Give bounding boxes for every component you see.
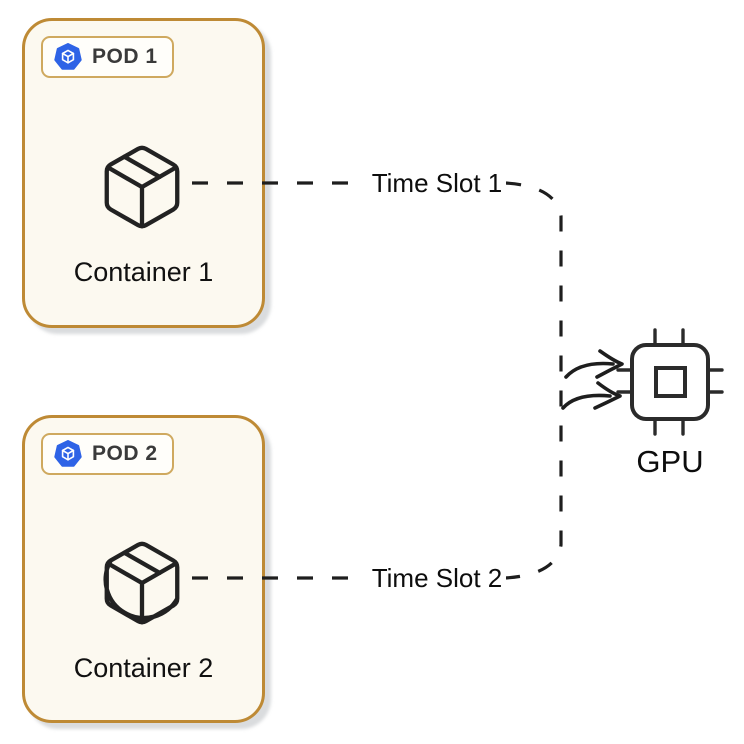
- pod-1-badge-label: POD 1: [92, 45, 158, 68]
- curved-arrow-icon: [561, 393, 612, 410]
- pod-1-badge: POD 1: [41, 36, 174, 78]
- container-2-label: Container 2: [73, 653, 214, 683]
- curved-arrow-icon: [564, 361, 615, 379]
- curved-arrow-icon: [595, 349, 624, 379]
- container-2-box-icon: [103, 541, 180, 625]
- kubernetes-pod-icon: [54, 43, 82, 70]
- timeslot-2-label: Time Slot 2: [368, 562, 506, 594]
- timeslot-1-label: Time Slot 1: [368, 167, 506, 199]
- curved-arrow-icons: [561, 349, 624, 410]
- pod-2-panel: POD 2 Container 2: [22, 415, 265, 723]
- pod-1-panel: POD 1 Container 1: [22, 18, 265, 328]
- gpu-connector-line: [504, 181, 563, 580]
- container-1-label: Container 1: [73, 257, 214, 287]
- gpu-chip-icon: [616, 328, 724, 436]
- curved-arrow-icon: [593, 381, 622, 410]
- kubernetes-pod-icon: [54, 440, 82, 467]
- container-1-box-icon: [104, 145, 180, 229]
- gpu-label: GPU: [636, 444, 704, 479]
- pod-2-badge: POD 2: [41, 433, 174, 475]
- pod-2-badge-label: POD 2: [92, 442, 158, 465]
